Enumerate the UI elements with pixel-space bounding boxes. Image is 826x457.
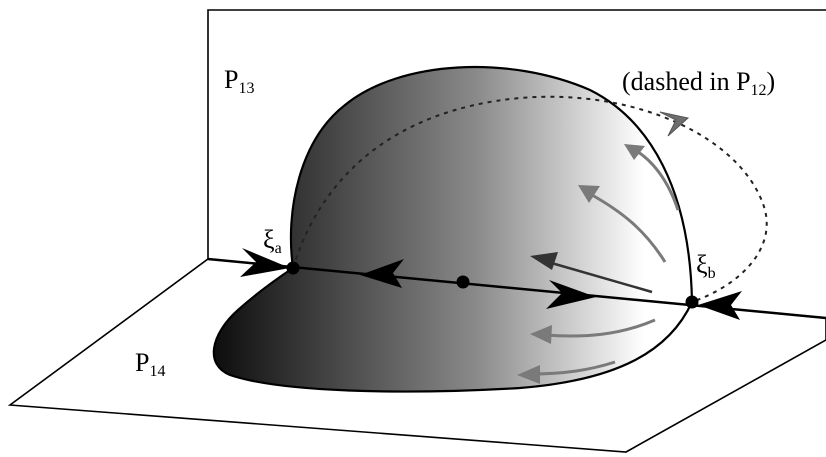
point-xi-b xyxy=(685,295,699,309)
flow-arrowhead-top-icon xyxy=(624,144,645,160)
annotation-dashed: (dashed in P12) xyxy=(622,67,775,99)
point-xi-a xyxy=(286,261,300,275)
point-center xyxy=(456,275,470,289)
invariant-surface xyxy=(212,66,694,393)
axis-arrow-left-icon xyxy=(240,248,290,277)
dashed-orbit-arrow-icon xyxy=(659,111,690,137)
flow-arrowhead-mid-icon xyxy=(578,185,600,203)
flow-arrow-low xyxy=(544,318,656,338)
flow-arrowhead-bottom-icon xyxy=(517,365,540,384)
label-xi-a: ξa xyxy=(263,225,282,257)
flow-arrowhead-low-icon xyxy=(530,325,552,344)
axis-arrow-mid-right-icon xyxy=(546,280,596,309)
surface-arrow-dark xyxy=(547,260,653,294)
flow-arrow-top xyxy=(634,148,680,211)
flow-arrowheads xyxy=(517,144,645,384)
plane-p13 xyxy=(207,9,826,259)
label-p13: P13 xyxy=(224,65,254,97)
flow-arrow-bottom xyxy=(529,360,616,376)
flow-arrows xyxy=(529,148,680,376)
flow-arrow-mid xyxy=(591,193,667,263)
axis-arrow-mid-left-icon xyxy=(360,259,404,288)
label-xi-b: ξb xyxy=(696,250,716,282)
dashed-orbit-p12 xyxy=(292,95,768,303)
axis-arrow-right-icon xyxy=(698,291,742,320)
label-p14: P14 xyxy=(135,348,165,380)
surface-arrowhead-dark-icon xyxy=(530,252,558,270)
